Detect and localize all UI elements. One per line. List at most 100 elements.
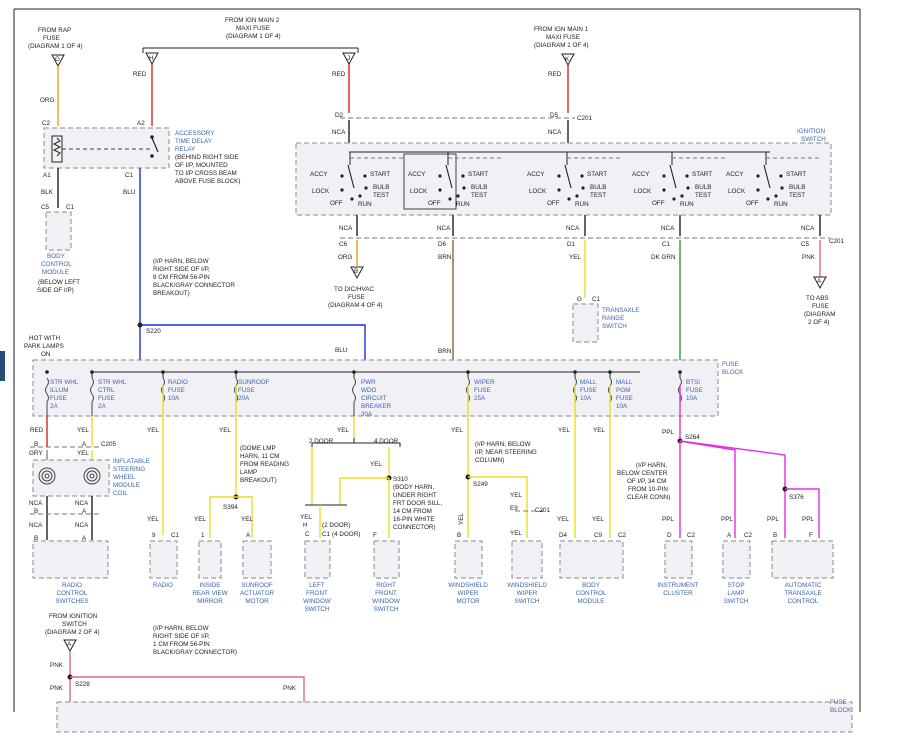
ic-pin-c2: C2 [687,532,696,539]
pin-c201-top: C201 [577,115,593,122]
ign-bulb-label: BULB [471,184,487,191]
wire-yel-mirror [209,496,236,538]
bcm-top-label-1: BODY [47,253,66,260]
pin-d1: D1 [567,241,576,248]
ign-terminal-dot [662,174,666,178]
label-ign1-2: MAXI FUSE [546,34,580,41]
wire-label-yel-pwr: YEL [337,427,349,434]
fuse-element [573,377,577,416]
coil-spiral-2 [83,467,101,485]
connector-k-label: K [565,56,570,63]
rcs-pin-a: A [82,535,87,542]
c205-pin-a: A [82,441,87,448]
relay-pin-a1: A1 [43,172,51,179]
wire-label-yel-ws-2: YEL [510,530,522,537]
component-label-line: LEFT [309,582,325,589]
connector-h-label: H [149,55,154,62]
ign-terminal-dot [340,188,344,192]
rcs-pin-b: B [34,535,38,542]
fuse-bus-dot [161,370,165,374]
bottom-fuse-block-label-2: BLOCK [830,707,852,714]
range-pin-c1: C1 [592,296,601,303]
bottom-fuse-block [56,701,853,733]
component-label-line: FRONT [375,590,397,597]
component-label-line: INSTRUMENT [657,582,698,589]
ign-off-label: OFF [746,200,759,207]
wire-label-ppl-3: PPL [767,516,779,523]
s394-note-2: HARN, 11 CM [240,453,279,460]
ign-bulb-label: BULB [590,184,606,191]
bcm-top-note-1: (BELOW LEFT [38,279,80,286]
fuse-label-line: RADIO [168,379,188,386]
wire-label-yel-ctrl: YEL [77,427,89,434]
fuse-block-label-2: BLOCK [722,369,744,376]
wire-label-blk: BLK [41,189,54,196]
coil-spiral-2c [89,473,95,479]
component-label-line: AUTOMATIC [785,582,822,589]
ign-terminal-dot [756,188,760,192]
abs-note-4: 2 OF 4) [808,319,829,326]
s394-note-4: LAMP [240,469,257,476]
transaxle-range-label-2: RANGE [602,315,624,322]
s220-note-5: BREAKOUT) [153,290,190,297]
wire-ppl-tcm-2 [785,488,820,538]
ign-terminal-dot [662,188,666,192]
pin-c6: C6 [339,241,348,248]
ign-lock-label: LOCK [728,188,746,195]
wire-label-yel-sr-motor: YEL [241,516,253,523]
ign-bulb-label: BULB [373,184,389,191]
fuse-element [234,377,238,416]
bottom-from-ign-1: FROM IGNITION [49,613,98,620]
component-label-line: WINDSHIELD [448,582,488,589]
bcm-pin-c2: C2 [618,532,627,539]
ign-lock-label: LOCK [634,188,652,195]
splice-s394: S394 [223,504,238,511]
fuse-label-line: 2A [50,403,59,410]
component-label-line: SWITCH [515,598,540,605]
splice-s220-dot [137,322,143,328]
ign-terminal-dot [567,197,571,201]
fuse-label-line: FUSE [474,387,491,394]
ign-terminal-dot [456,194,460,198]
fuse-bus-dot [608,370,612,374]
ign-start-label: START [786,171,806,178]
fuse-label-line: 2A [98,403,107,410]
ign-bulb-label: BULB [695,184,711,191]
ign-accy-label: ACCY [632,171,650,178]
bcm-pin-d4: D4 [559,532,568,539]
pin-c205: C205 [101,441,117,448]
ign-terminal-dot [672,197,676,201]
door-label-2: 2 DOOR [309,438,334,445]
bcm-top-label-3: MODULE [42,269,69,276]
fuse-label-line: WDO [361,387,376,394]
ign-terminal-dot [557,174,561,178]
component-label-line: WINDSHIELD [507,582,547,589]
label-ign2-1: FROM IGN MAIN 2 [225,17,280,24]
ign-terminal-dot [686,186,690,190]
fuse-label-line: WIPER [474,379,495,386]
wire-yel-s310-left [339,477,389,505]
ign-terminal-dot [581,186,585,190]
relay-contact-dot-2 [150,154,154,158]
relay-box [43,127,170,169]
lfws-pin-c1: C1 [322,531,331,538]
fuse-label-line: PWR [361,379,376,386]
wire-label-nca-3: NCA [339,225,353,232]
s249-note-3: COLUMN) [475,457,504,464]
fuse-label-line: ILLUM [50,387,69,394]
ign-terminal-dot [756,174,760,178]
pin-c1-ign: C1 [662,241,671,248]
component-box [304,540,331,579]
component-label-line: RADIO [153,582,173,589]
wire-ppl-stop [679,440,736,538]
